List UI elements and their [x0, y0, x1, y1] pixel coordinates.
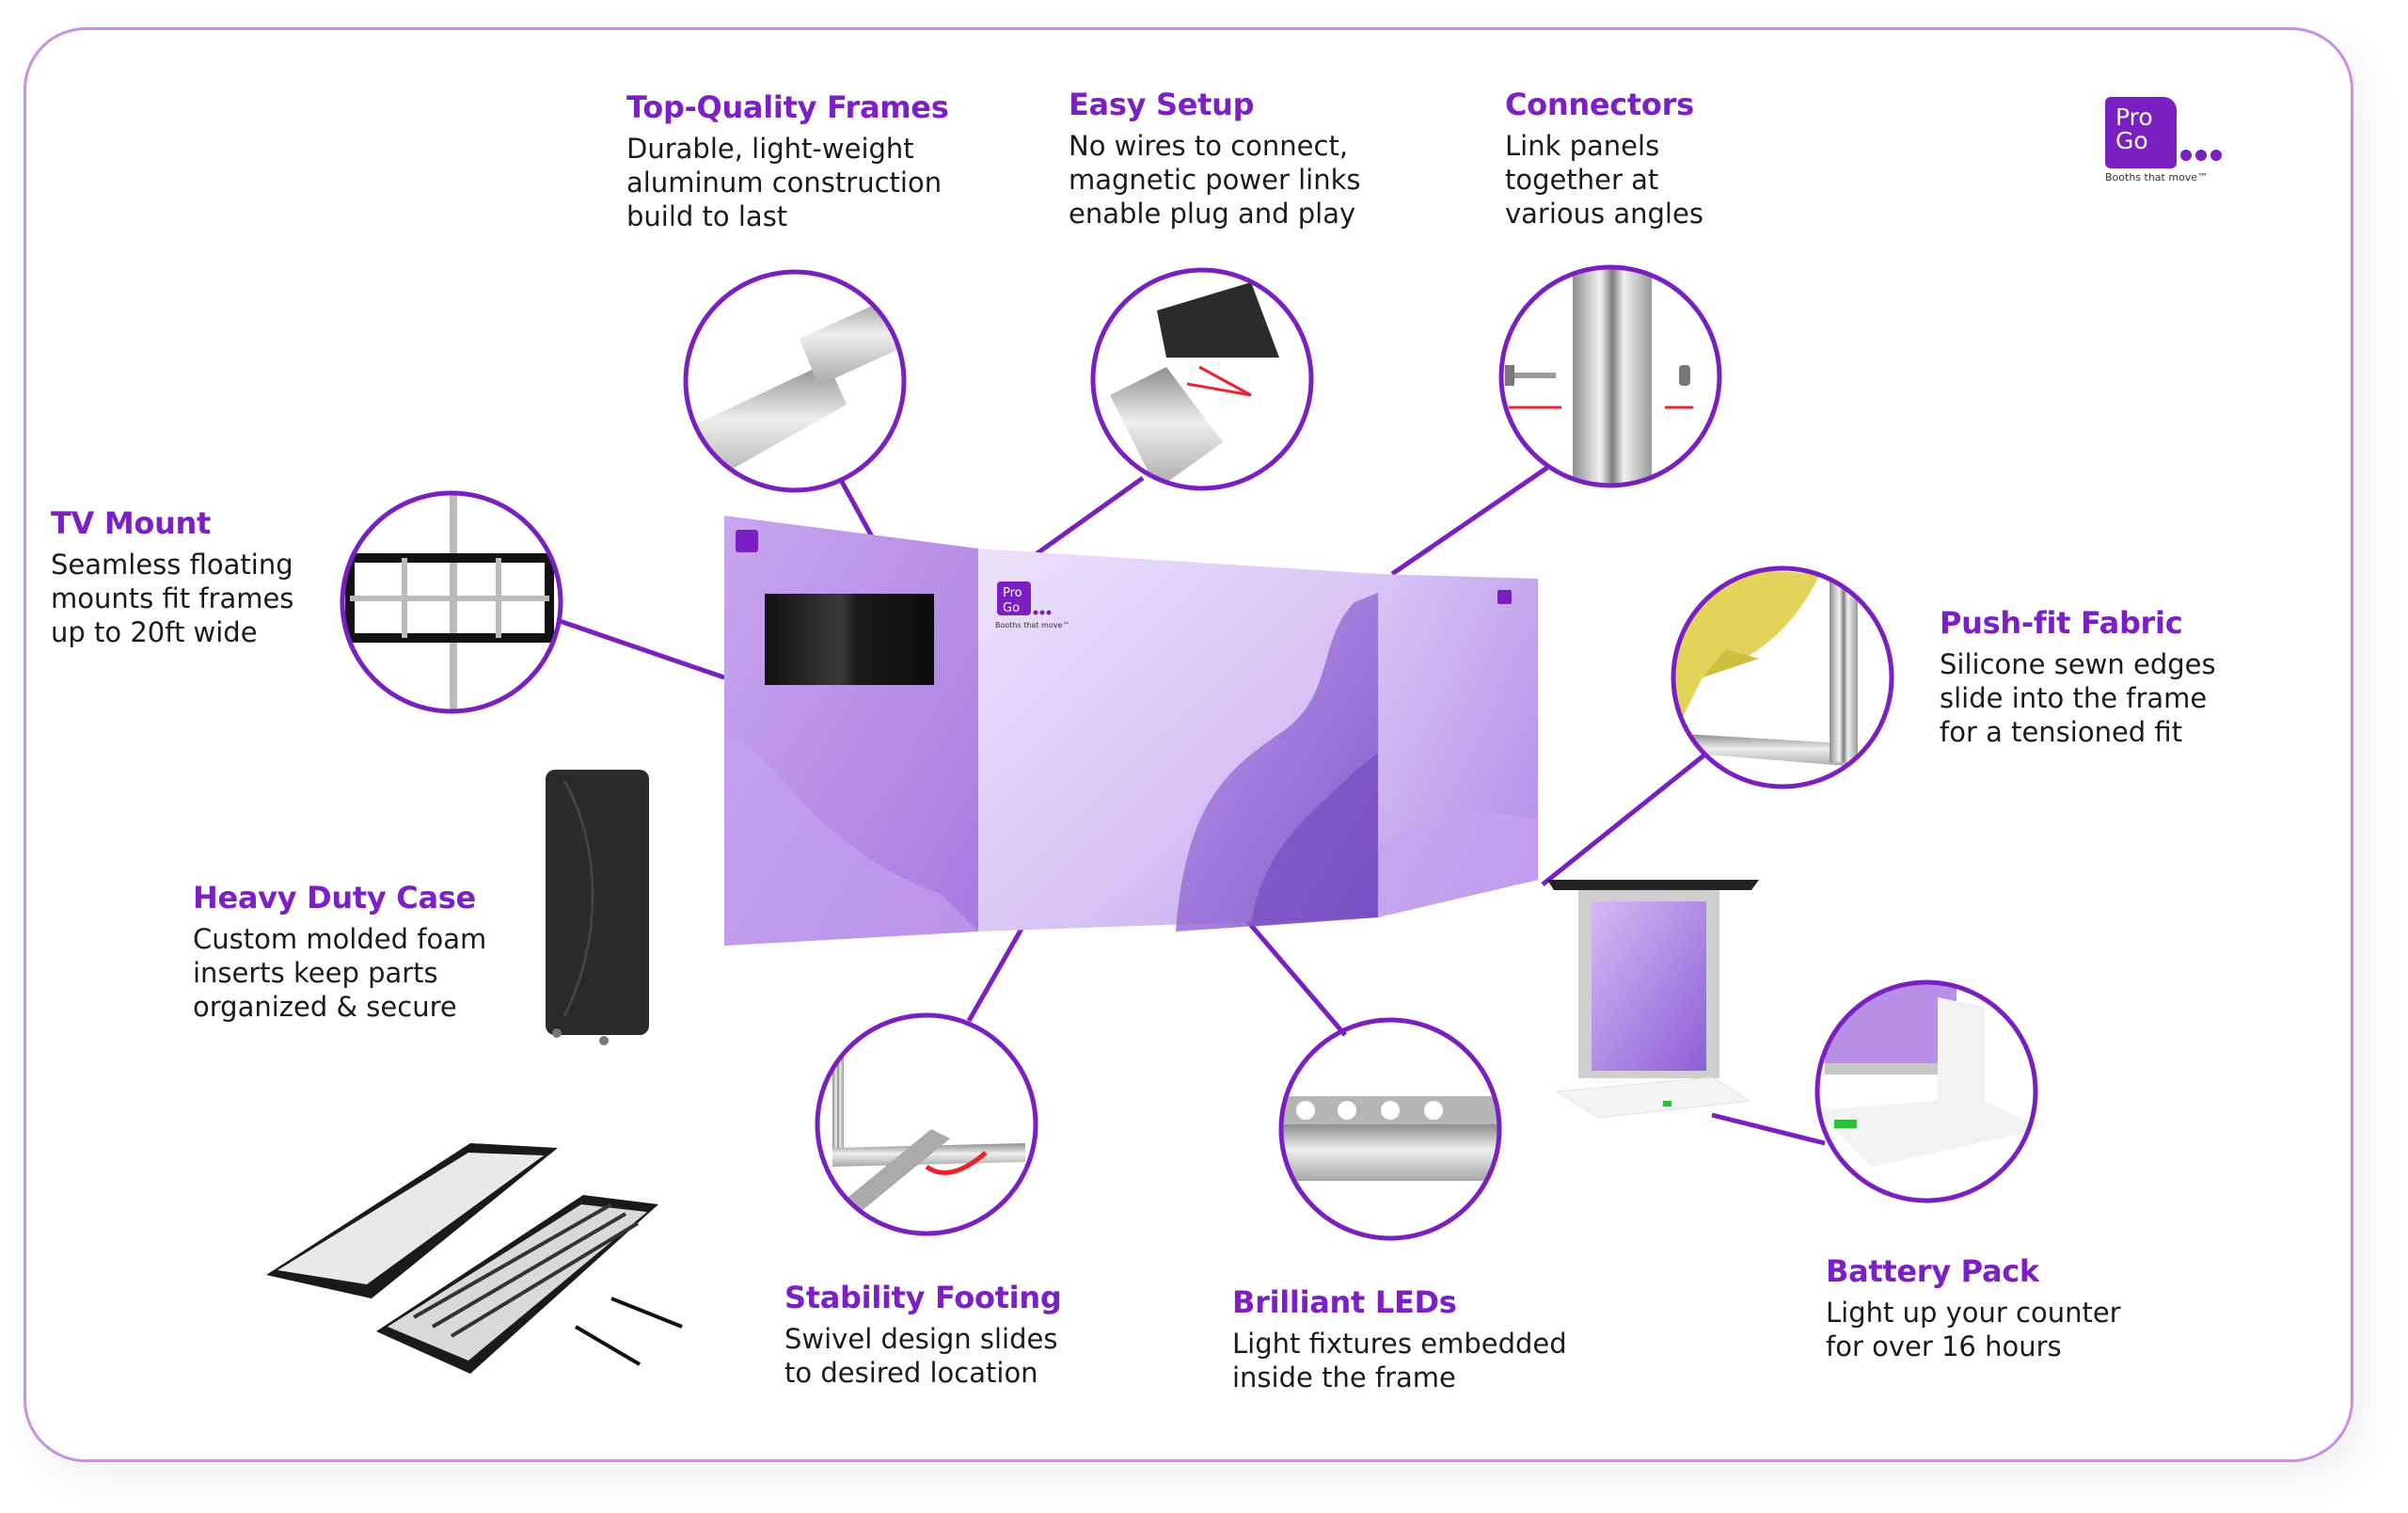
feature-push-fit-fabric: Push-fit Fabric Silicone sewn edges slid…	[1940, 604, 2216, 749]
detail-circle-connectors	[1505, 267, 1693, 486]
feature-description: Swivel design slides to desired location	[784, 1323, 1058, 1389]
feature-connectors: Connectors Link panels together at vario…	[1505, 86, 1703, 231]
leader-battery	[1711, 1112, 1826, 1146]
leader-footing	[966, 920, 1028, 1023]
feature-description: Durable, light-weight aluminum construct…	[626, 133, 943, 232]
feature-description: Link panels together at various angles	[1505, 130, 1703, 230]
tv-screen	[765, 594, 934, 685]
feature-title: TV Mount	[51, 505, 212, 541]
logo-tagline: Booths that move™	[2105, 171, 2209, 183]
detail-circle-setup	[1110, 282, 1279, 488]
detail-circle-fabric	[1673, 568, 1858, 767]
feature-title: Push-fit Fabric	[1940, 605, 2183, 641]
feature-title: Stability Footing	[784, 1280, 1062, 1315]
feature-heavy-duty-case: Heavy Duty Case Custom molded foam inser…	[193, 879, 486, 1024]
feature-top-quality-frames: Top-Quality Frames Durable, light-weight…	[626, 88, 949, 233]
leader-connectors	[1390, 465, 1549, 577]
detail-circle-leds	[1281, 1096, 1499, 1181]
detail-circle-battery	[1817, 982, 2036, 1167]
feature-battery-pack: Battery Pack Light up your counter for o…	[1826, 1252, 2121, 1363]
feature-tv-mount: TV Mount Seamless floating mounts fit fr…	[51, 504, 293, 649]
panel-tagline: Booths that move™	[995, 621, 1069, 629]
feature-title: Top-Quality Frames	[626, 89, 949, 125]
feature-title: Connectors	[1505, 87, 1694, 122]
feature-description: Silicone sewn edges slide into the frame…	[1940, 648, 2216, 748]
detail-circle-outlines	[340, 264, 2038, 1241]
feature-description: Light fixtures embedded inside the frame	[1232, 1328, 1567, 1394]
feature-easy-setup: Easy Setup No wires to connect, magnetic…	[1069, 86, 1361, 231]
heavy-duty-case-image	[266, 770, 683, 1374]
feature-title: Heavy Duty Case	[193, 880, 476, 916]
feature-title: Battery Pack	[1826, 1253, 2039, 1289]
feature-stability-footing: Stability Footing Swivel design slides t…	[784, 1279, 1062, 1390]
panel-logo-go: Go	[1003, 601, 1020, 615]
leader-fabric	[1541, 751, 1709, 886]
booth-display: Pro Go Booths that move™	[724, 516, 1538, 946]
detail-circle-tv-mount	[345, 493, 554, 711]
logo-mark: Pro Go	[2105, 97, 2177, 168]
feature-title: Easy Setup	[1069, 87, 1255, 122]
detail-circle-footing	[828, 1035, 1025, 1223]
panel-logo-pro: Pro	[1003, 586, 1022, 600]
feature-description: Seamless floating mounts fit frames up t…	[51, 549, 294, 648]
counter-display	[1547, 880, 1759, 1119]
feature-brilliant-leds: Brilliant LEDs Light fixtures embedded i…	[1232, 1283, 1567, 1394]
leader-setup	[1033, 475, 1145, 558]
leader-tv	[559, 618, 725, 680]
feature-title: Brilliant LEDs	[1232, 1284, 1457, 1320]
feature-description: Light up your counter for over 16 hours	[1826, 1297, 2121, 1362]
feature-description: No wires to connect, magnetic power link…	[1069, 130, 1361, 230]
logo-dots	[2180, 150, 2222, 161]
progo-logo: Pro Go Booths that move™	[2105, 97, 2222, 183]
feature-description: Custom molded foam inserts keep parts or…	[193, 923, 487, 1023]
